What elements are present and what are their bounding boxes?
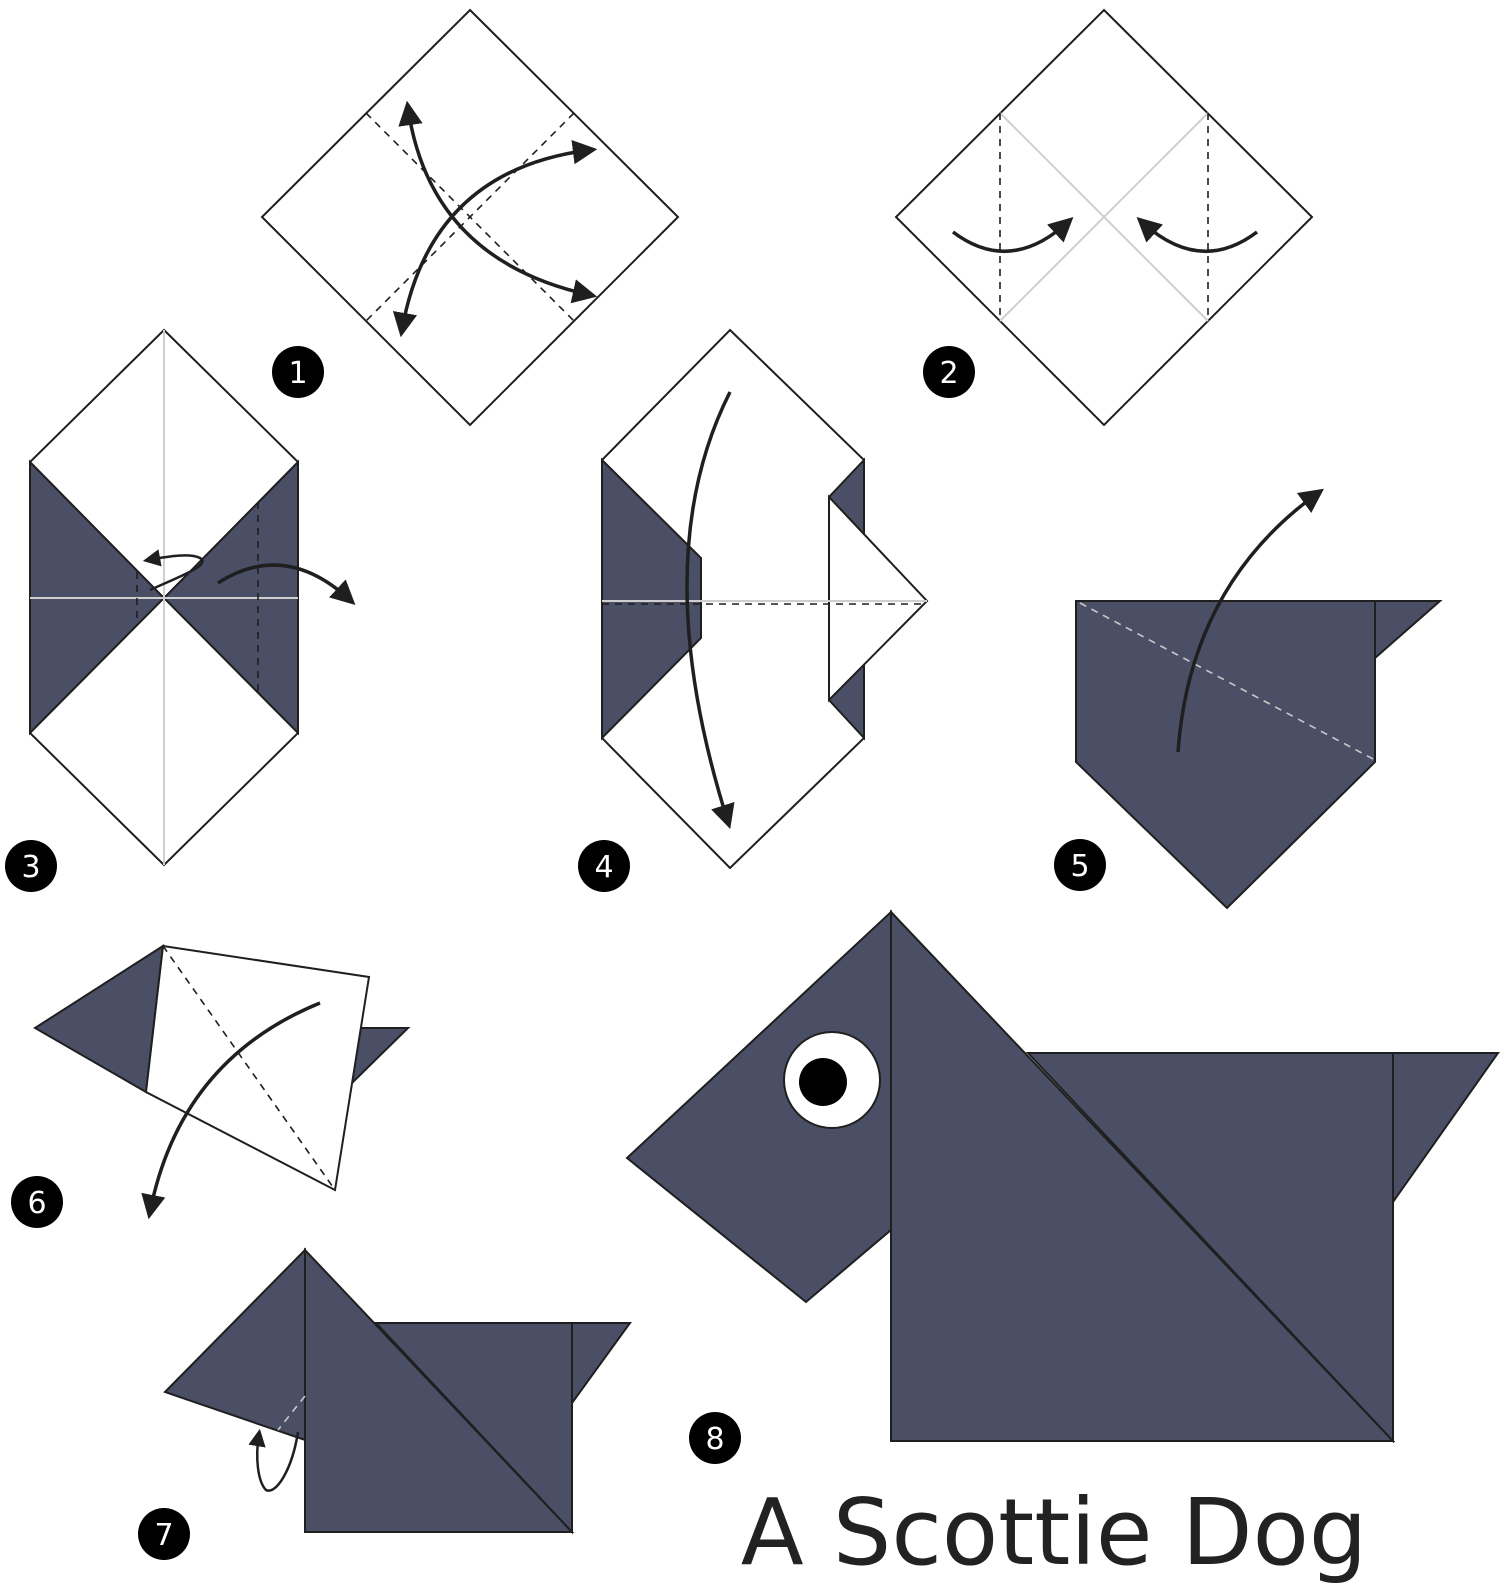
step-4-figure [602, 330, 927, 868]
step-7-face [165, 1250, 305, 1440]
step-7-tuck-arrow [257, 1432, 298, 1491]
step-6-badge: 6 [11, 1176, 63, 1228]
step-8-badge-number: 8 [705, 1422, 724, 1457]
step-6-badge-number: 6 [27, 1186, 46, 1221]
step-6-nose [35, 946, 163, 1092]
step-2-badge-number: 2 [939, 356, 958, 391]
step-5-badge-number: 5 [1070, 849, 1089, 884]
step-7-figure [165, 1250, 630, 1532]
step-7-tail [572, 1323, 630, 1403]
step-7-badge-number: 7 [154, 1518, 173, 1553]
step-1-badge: 1 [272, 346, 324, 398]
step-7-badge: 7 [138, 1508, 190, 1560]
step-4-folded-flap [829, 497, 927, 700]
dog-tail [1393, 1053, 1498, 1202]
step-6-figure [35, 946, 408, 1212]
step-5-ear [1375, 601, 1440, 658]
step-8-figure [627, 912, 1498, 1441]
step-2-badge: 2 [923, 346, 975, 398]
step-3-badge-number: 3 [21, 850, 40, 885]
step-5-figure [1076, 493, 1440, 908]
step-4-badge-number: 4 [594, 850, 613, 885]
step-3-badge: 3 [5, 840, 57, 892]
step-1-badge-number: 1 [288, 356, 307, 391]
step-4-badge: 4 [578, 840, 630, 892]
step-8-badge: 8 [689, 1412, 741, 1464]
dog-eye-pupil [799, 1058, 847, 1106]
step-5-body [1076, 601, 1375, 908]
step-3-figure [30, 330, 350, 865]
diagram-title: A Scottie Dog [741, 1479, 1368, 1585]
step-1-figure [262, 10, 678, 425]
step-5-badge: 5 [1054, 839, 1106, 891]
step-6-folded-paper [146, 946, 369, 1190]
